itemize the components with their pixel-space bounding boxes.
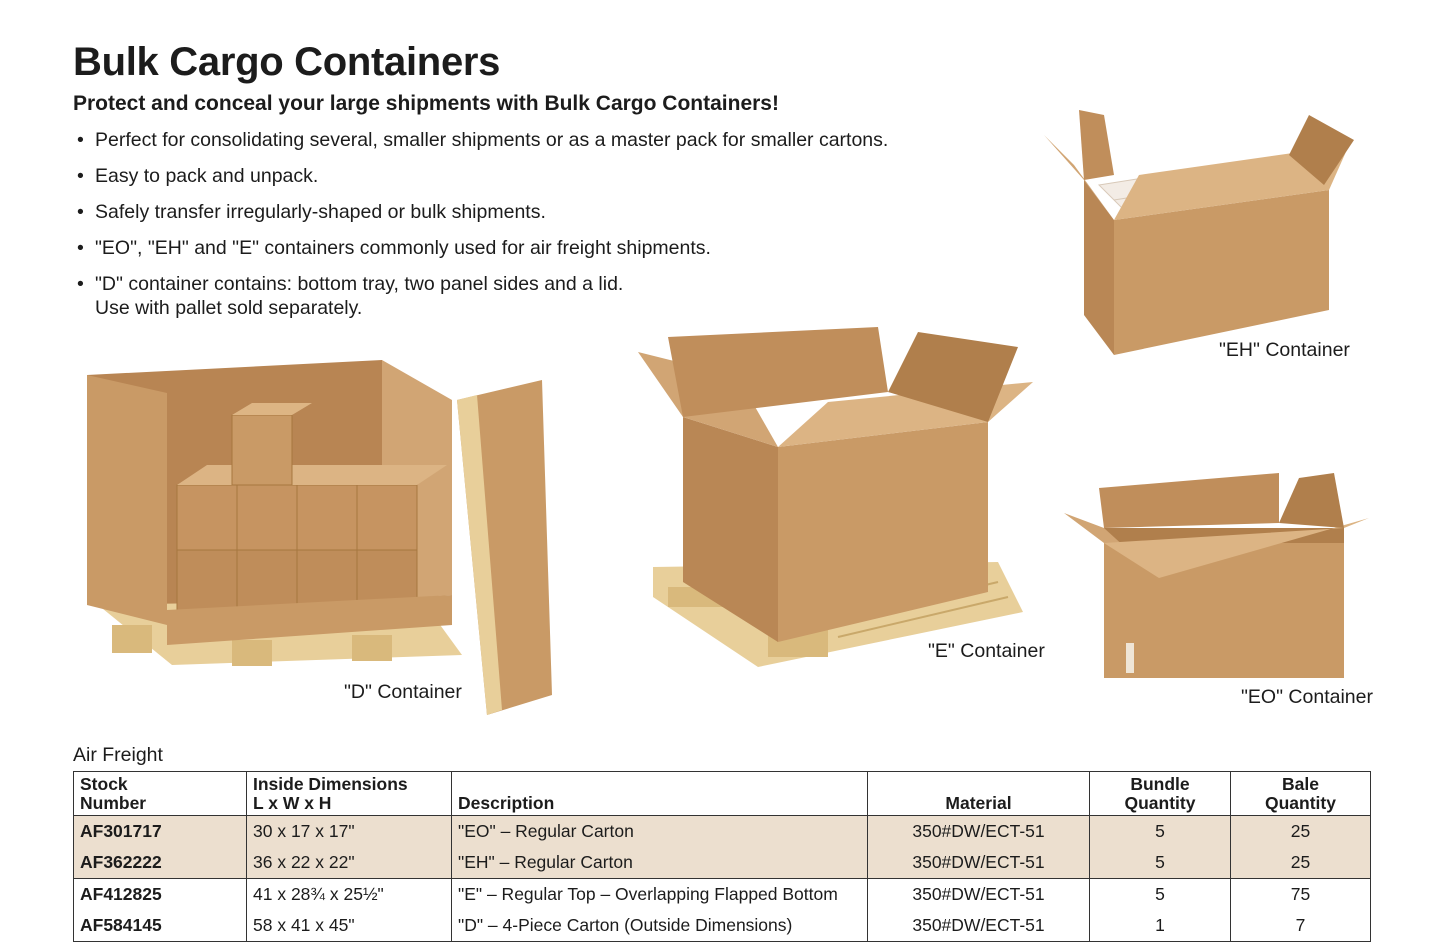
eo-container-caption: "EO" Container <box>1241 686 1373 708</box>
e-container-caption: "E" Container <box>928 640 1045 662</box>
table-row: AF301717 30 x 17 x 17" "EO" – Regular Ca… <box>73 815 1371 847</box>
feature-item: Perfect for consolidating several, small… <box>75 128 995 152</box>
eo-container-image <box>1064 473 1369 678</box>
feature-list: Perfect for consolidating several, small… <box>75 128 995 332</box>
table-row: AF412825 41 x 28¾ x 25½" "E" – Regular T… <box>73 878 1371 910</box>
feature-item: Easy to pack and unpack. <box>75 164 995 188</box>
feature-item: "EO", "EH" and "E" containers commonly u… <box>75 236 995 260</box>
eh-container-image <box>1044 110 1354 355</box>
col-material: Material <box>867 771 1090 816</box>
feature-item: "D" container contains: bottom tray, two… <box>75 272 995 320</box>
table-row: AF584145 58 x 41 x 45" "D" – 4-Piece Car… <box>73 910 1371 942</box>
e-container-image <box>638 327 1033 667</box>
page-title: Bulk Cargo Containers <box>73 40 501 84</box>
table-row: AF362222 36 x 22 x 22" "EH" – Regular Ca… <box>73 847 1371 879</box>
d-container-image <box>87 360 552 715</box>
table-title: Air Freight <box>73 744 163 766</box>
feature-item: Safely transfer irregularly-shaped or bu… <box>75 200 995 224</box>
eh-container-caption: "EH" Container <box>1219 339 1350 361</box>
col-description: Description <box>451 771 868 816</box>
d-container-caption: "D" Container <box>344 681 462 703</box>
page-subtitle: Protect and conceal your large shipments… <box>73 92 779 115</box>
